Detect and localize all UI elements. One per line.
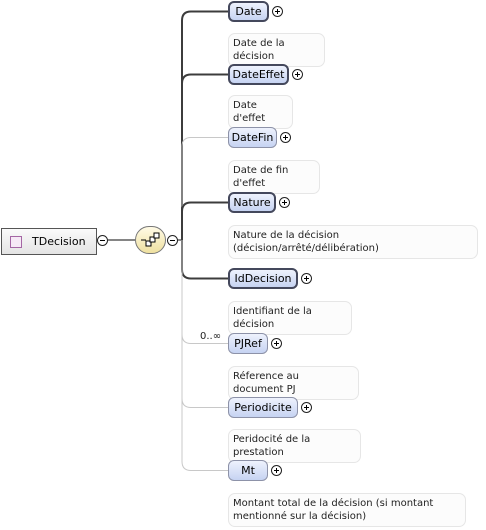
documentation-mt: Montant total de la décision (si montant… (228, 493, 466, 527)
expand-nature-icon[interactable] (279, 197, 290, 208)
documentation-datefin: Date de fin d'effet (228, 160, 320, 194)
expand-iddecision-icon[interactable] (301, 273, 312, 284)
expand-pjref-icon[interactable] (271, 338, 282, 349)
expand-datefin-icon[interactable] (280, 132, 291, 143)
connector-line (181, 240, 228, 408)
element-node-nature[interactable]: Nature (228, 192, 276, 213)
expand-dateeffet-icon[interactable] (292, 69, 303, 80)
connector-line (181, 240, 228, 471)
element-label: IdDecision (234, 272, 292, 285)
root-element-tdecision[interactable]: TDecision (1, 228, 97, 255)
element-label: Nature (233, 196, 271, 209)
element-node-pjref[interactable]: PJRef (228, 333, 268, 354)
connector-line (181, 201, 228, 240)
connector-line (181, 240, 228, 344)
element-label: Mt (241, 464, 255, 477)
element-node-iddecision[interactable]: IdDecision (228, 268, 298, 289)
documentation-dateeffet: Date d'effet (228, 95, 293, 129)
sequence-icon (140, 232, 159, 247)
connector-line (181, 240, 228, 280)
documentation-date: Date de la décision (228, 33, 325, 67)
collapse-root-icon[interactable] (97, 235, 108, 246)
expand-date-icon[interactable] (272, 6, 283, 17)
documentation-periodicite: Peridocité de la prestation (228, 429, 361, 463)
occurrence-label: 0..∞ (200, 331, 222, 342)
expand-periodicite-icon[interactable] (301, 402, 312, 413)
expand-mt-icon[interactable] (271, 465, 282, 476)
documentation-nature: Nature de la décision (décision/arrêté/d… (228, 225, 478, 259)
collapse-sequence-icon[interactable] (167, 235, 178, 246)
root-label: TDecision (32, 235, 86, 248)
sequence-compositor[interactable] (135, 226, 166, 254)
element-node-periodicite[interactable]: Periodicite (228, 397, 298, 418)
documentation-iddecision: Identifiant de la décision (228, 301, 352, 335)
connector-line (181, 73, 228, 240)
element-label: DateEffet (232, 68, 285, 81)
element-node-date[interactable]: Date (228, 1, 269, 22)
element-node-datefin[interactable]: DateFin (228, 127, 277, 148)
element-node-mt[interactable]: Mt (228, 460, 268, 481)
documentation-pjref: Réference au document PJ (228, 366, 359, 400)
element-label: Date (235, 5, 262, 18)
element-label: PJRef (234, 337, 262, 350)
connector-line (181, 137, 228, 240)
connector-line (181, 10, 228, 240)
element-label: Periodicite (234, 401, 292, 414)
complex-type-icon (10, 235, 22, 248)
element-node-dateeffet[interactable]: DateEffet (228, 64, 289, 85)
element-label: DateFin (231, 131, 274, 144)
